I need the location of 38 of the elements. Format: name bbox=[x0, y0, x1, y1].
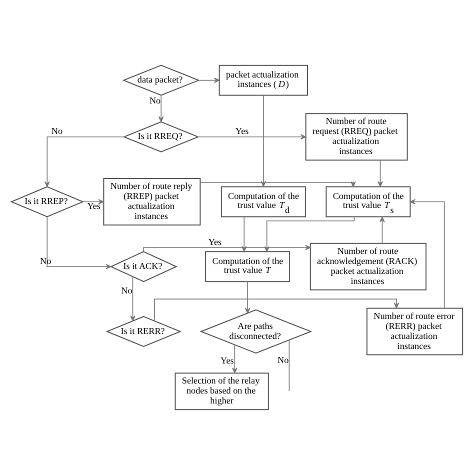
node-diamond: data packet? bbox=[122, 64, 200, 96]
arrow bbox=[380, 216, 385, 244]
arrow bbox=[198, 77, 220, 82]
arrow bbox=[82, 198, 104, 204]
edge-label: No bbox=[51, 126, 63, 136]
arrow bbox=[44, 136, 124, 187]
node-box: Number of route error (RERR) packet actualization instances bbox=[366, 307, 464, 355]
node-diamond: Is it ACK? bbox=[110, 250, 178, 282]
edge-label: No bbox=[278, 354, 289, 364]
node-box: Computation of the trust value T bbox=[205, 250, 290, 282]
node-diamond: Are paths disconnected? bbox=[200, 308, 312, 354]
arrow bbox=[410, 198, 445, 308]
arrow bbox=[232, 344, 238, 373]
node-box: Number of route acknowledgement (RACK) packet actualization instances bbox=[310, 242, 426, 290]
arrow bbox=[46, 216, 112, 269]
arrow bbox=[244, 280, 250, 313]
edge-label: Yes bbox=[235, 126, 249, 136]
edge-label: No bbox=[40, 255, 52, 266]
edge-label: No bbox=[149, 94, 161, 105]
node-box: Selection of the relay nodes based on the higher bbox=[174, 372, 269, 410]
node-diamond: Is it RREQ? bbox=[122, 120, 200, 152]
edge-label: Yes bbox=[208, 236, 222, 246]
arrow bbox=[154, 298, 400, 321]
edge-label: Yes bbox=[87, 200, 100, 211]
arrow bbox=[241, 216, 247, 252]
arrow bbox=[198, 134, 306, 140]
arrow bbox=[264, 216, 355, 252]
arrow bbox=[143, 244, 311, 252]
node-box: packet actualization instances (D) bbox=[218, 64, 308, 96]
node-diamond: Is it RREP? bbox=[10, 186, 84, 217]
arrow bbox=[130, 276, 136, 321]
node-box: Number of route reply (RREP) packet actualization instances bbox=[103, 177, 201, 226]
connector bbox=[288, 339, 290, 391]
node-box: Number of route request (RREQ) packet actualization instances bbox=[305, 112, 408, 160]
edge-label: No bbox=[121, 285, 132, 296]
arrow bbox=[158, 94, 164, 122]
edge-label: Yes bbox=[220, 355, 234, 366]
arrow bbox=[378, 159, 383, 186]
